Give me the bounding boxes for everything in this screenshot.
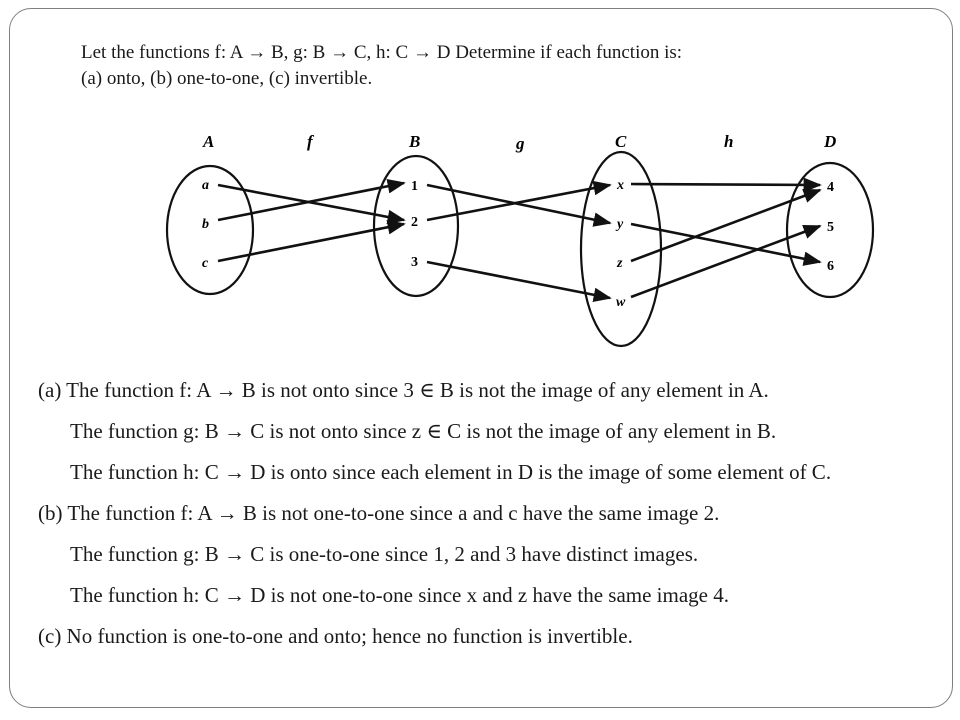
arrow-h-w-to-5	[630, 224, 822, 299]
answer-b-f: (b) The function f: A → B is not one-to-…	[38, 501, 720, 525]
arrow-h-z-to-4	[630, 188, 822, 263]
answer-b-h: The function h: C → D is not one-to-one …	[70, 583, 729, 607]
element-x: x	[616, 178, 624, 193]
answer-a-h: The function h: C → D is onto since each…	[70, 460, 832, 484]
set-c-label: C	[615, 132, 627, 151]
arrow-h-y-to-6	[630, 222, 822, 266]
arrow-f-c-to-2	[217, 220, 406, 263]
element-1: 1	[411, 179, 418, 194]
element-z: z	[616, 256, 623, 271]
element-3: 3	[411, 255, 418, 270]
arrow-g-3-to-w	[426, 260, 612, 302]
arrow-g-2-to-x	[426, 180, 612, 222]
function-f-label: f	[307, 132, 315, 151]
set-b-oval	[372, 154, 460, 298]
mapping-diagram: A B C D f g h a b c 1 2 3 x y z w 4 5 6	[150, 125, 890, 360]
problem-line-1: Let the functions f: A → B, g: B → C, h:…	[81, 42, 683, 63]
answer-c: (c) No function is one-to-one and onto; …	[38, 624, 633, 648]
slide-frame	[9, 8, 953, 708]
element-6: 6	[827, 259, 834, 274]
mapping-diagram-svg: A B C D f g h a b c 1 2 3 x y z w 4 5 6	[165, 132, 875, 348]
function-h-label: h	[724, 132, 733, 151]
set-d-label: D	[823, 132, 836, 151]
answer-a-g: The function g: B → C is not onto since …	[70, 419, 777, 443]
arrow-g-1-to-y	[426, 183, 612, 227]
arrow-f-b-to-1	[217, 179, 406, 222]
element-a: a	[202, 178, 209, 193]
set-d-oval	[785, 161, 875, 299]
problem-line-2: (a) onto, (b) one-to-one, (c) invertible…	[81, 68, 373, 89]
element-5: 5	[827, 220, 834, 235]
function-g-label: g	[515, 134, 525, 153]
set-b-label: B	[408, 132, 420, 151]
set-a-label: A	[202, 132, 214, 151]
element-y: y	[615, 217, 624, 232]
set-a-oval	[165, 164, 255, 296]
element-2: 2	[411, 215, 418, 230]
answer-b-g: The function g: B → C is one-to-one sinc…	[70, 542, 699, 566]
element-w: w	[616, 295, 626, 310]
element-c: c	[202, 256, 209, 271]
answer-a-f: (a) The function f: A → B is not onto si…	[38, 378, 769, 402]
element-b: b	[202, 217, 209, 232]
element-4: 4	[827, 180, 834, 195]
problem-statement: Let the functions f: A → B, g: B → C, h:…	[81, 40, 682, 92]
arrow-h-x-to-4	[630, 177, 822, 193]
